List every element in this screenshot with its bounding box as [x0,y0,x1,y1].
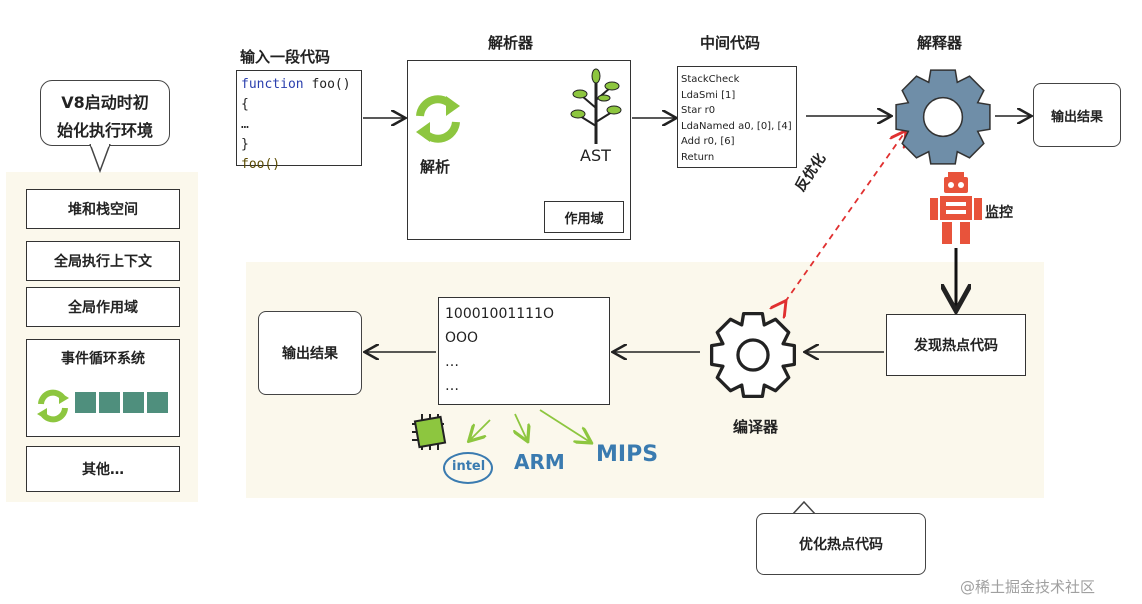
machine-code-line: … [445,354,459,370]
scope-label: 作用域 [564,211,604,227]
interpreter-output-label: 输出结果 [1050,109,1103,125]
optimize-note-label: 优化热点代码 [799,537,883,553]
watermark: @稀土掘金技术社区 [960,578,1096,596]
queue-task-1 [75,392,96,413]
bubble-text-line1: V8启动时初 [61,93,149,112]
global-scope-box: 全局作用域 [26,287,180,327]
monitor-robot-icon [930,172,982,244]
optimize-note-box: 优化热点代码 [756,513,926,575]
hot-code-box: 发现热点代码 [886,314,1026,376]
global-context-label: 全局执行上下文 [54,254,152,270]
interpreter-gear-icon [895,69,991,165]
code-line-2: … [241,117,249,132]
interpreter-output-box: 输出结果 [1033,83,1121,147]
machine-code-line: … [445,378,459,394]
code-line-1: function foo() { [241,75,361,115]
event-queue [75,392,171,417]
compile-panel-bg [246,262,1044,498]
machine-code-box: 10001001111O OOO … … [438,297,610,405]
arrow-to-intel [470,419,491,440]
intel-logo: intel [443,452,493,484]
heap-stack-label: 堆和栈空间 [68,202,138,218]
init-speech-bubble: V8启动时初 始化执行环境 [40,80,170,146]
code-line-3: } [241,137,249,152]
arrow-to-mips [539,409,590,442]
compiler-gear-icon [709,311,797,399]
bytecode-line: LdaNamed a0, [0], [4] [681,120,792,132]
ast-tree-icon [570,68,622,144]
bytecode-box: StackCheck LdaSmi [1] Star r0 LdaNamed a… [677,66,797,168]
bytecode-line: Add r0, [6] [681,136,735,147]
source-title: 输入一段代码 [240,48,331,66]
bytecode-title: 中间代码 [700,34,761,52]
machine-code-line: OOO [445,330,479,346]
bytecode-line: Star r0 [681,105,716,116]
code-line-4: foo() [241,157,281,172]
mips-label: MIPS [596,442,659,467]
arrow-deopt [785,132,905,302]
cpu-chip-icon [412,414,447,450]
bytecode-line: StackCheck [681,74,740,85]
intel-label: intel [452,459,486,474]
queue-task-3 [123,392,144,413]
compiler-label: 编译器 [733,418,779,436]
parse-cycle-icon [416,95,460,143]
hot-code-label: 发现热点代码 [914,338,998,354]
code-line-1-rest: foo() { [241,77,351,112]
global-scope-label: 全局作用域 [68,300,138,316]
event-loop-cycle-icon [37,389,69,423]
bytecode-line: Return [681,151,715,163]
global-context-box: 全局执行上下文 [26,241,180,281]
scope-box: 作用域 [544,201,624,233]
compiler-output-label: 输出结果 [282,346,338,362]
parse-label: 解析 [420,158,451,176]
bubble-text-line2: 始化执行环境 [56,121,153,140]
code-keyword: function [241,77,304,92]
bubble-tail [89,144,111,174]
interpreter-title: 解释器 [917,34,963,52]
source-code-box: function foo() { … } foo() [236,70,362,172]
arrow-to-arm [515,413,527,440]
others-box: 其他… [26,446,180,492]
event-loop-box: 事件循环系统 [26,339,180,437]
event-loop-label: 事件循环系统 [61,351,145,367]
queue-task-2 [99,392,120,413]
machine-code-line: 10001001111O [445,306,554,322]
arm-label: ARM [514,450,565,474]
note-tail [791,500,817,516]
others-label: 其他… [82,462,124,478]
monitor-label: 监控 [985,205,1013,221]
parser-title: 解析器 [488,34,534,52]
compiler-output-box: 输出结果 [258,311,362,395]
heap-stack-box: 堆和栈空间 [26,189,180,229]
bytecode-line: LdaSmi [1] [681,89,736,101]
ast-label: AST [580,146,611,165]
queue-task-4 [147,392,168,413]
